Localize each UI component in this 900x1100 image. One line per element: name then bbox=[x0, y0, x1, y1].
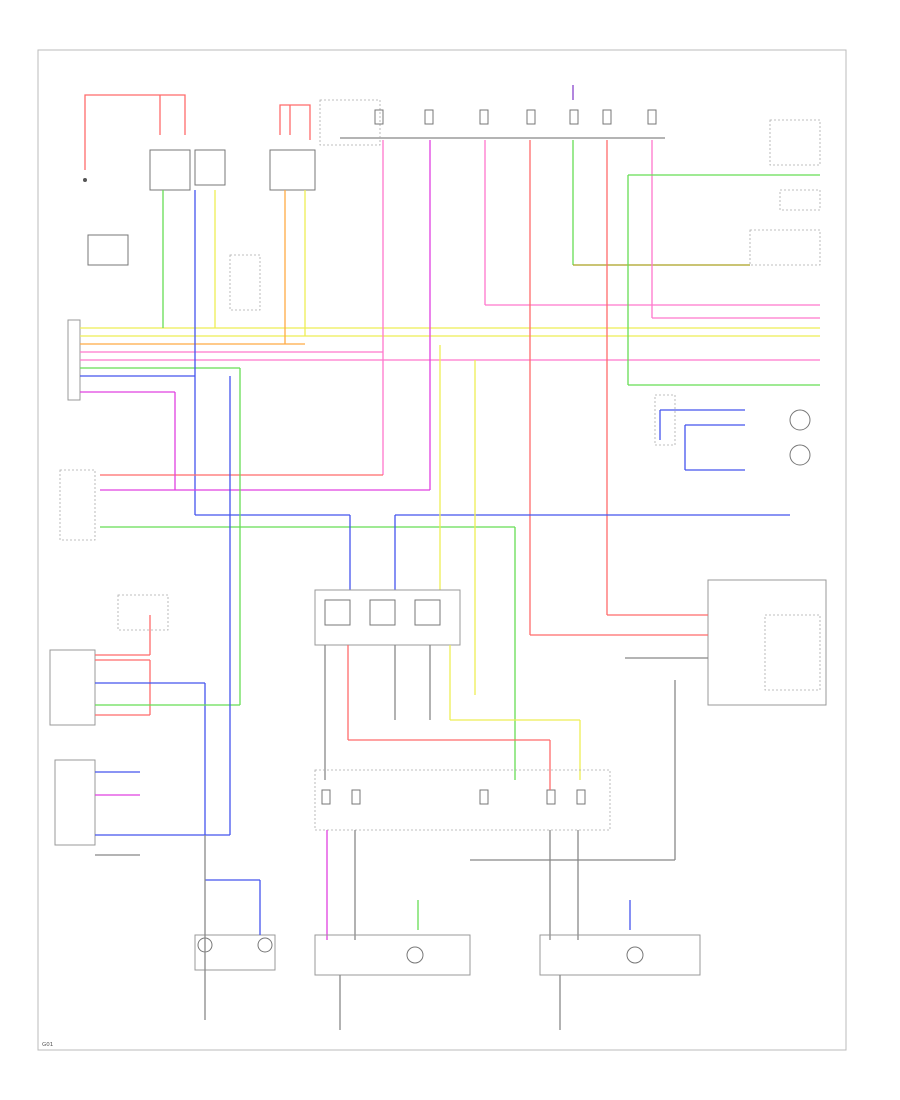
left-switch-assembly bbox=[49, 368, 241, 856]
instrument-unit bbox=[470, 579, 827, 861]
bottom-fuse-row bbox=[314, 740, 631, 940]
central-relay-block bbox=[314, 589, 581, 780]
left-relay-group bbox=[83, 94, 316, 311]
right-switches bbox=[654, 119, 821, 471]
wire-red-top bbox=[84, 94, 186, 170]
driver-control-panel bbox=[67, 319, 820, 401]
headlight-assemblies bbox=[194, 835, 701, 1030]
diagram-frame bbox=[37, 49, 847, 1051]
top-fuse-block bbox=[319, 99, 665, 146]
figure-id: G01 bbox=[42, 1042, 53, 1048]
